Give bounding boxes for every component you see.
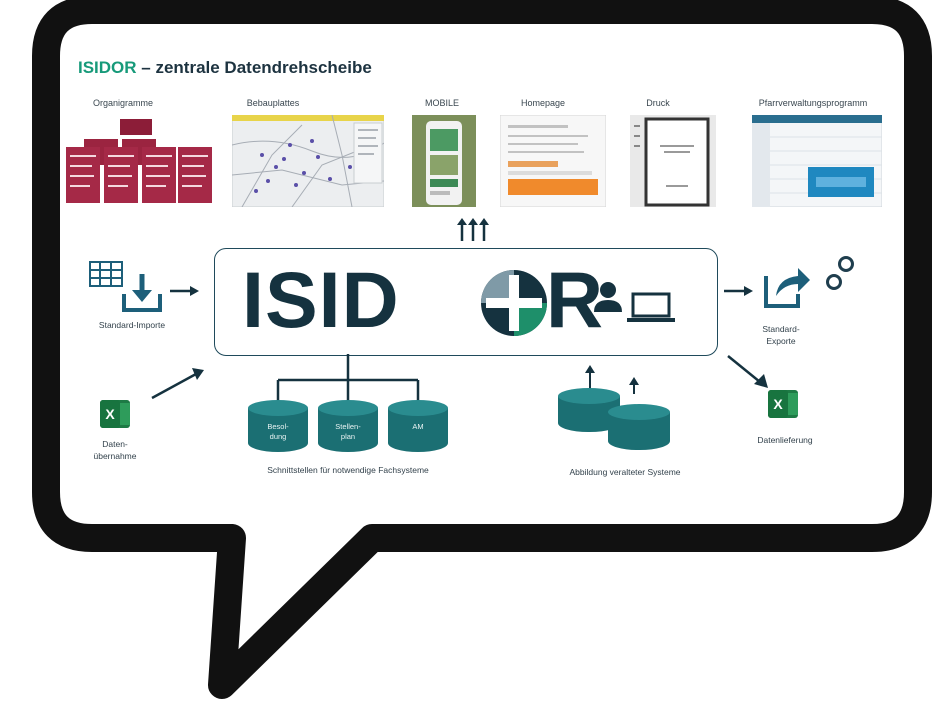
download-icon — [122, 274, 162, 312]
table-grid-icon — [89, 261, 123, 287]
data-takeover-line2: übernahme — [93, 451, 137, 461]
db-am-line1: AM — [412, 422, 424, 431]
standard-export-line1: Standard- — [762, 324, 800, 334]
data-takeover-label: Daten- übernahme — [78, 438, 152, 462]
excel-export-icon: X — [768, 390, 798, 418]
isidor-logo-part2: R — [546, 255, 604, 344]
database-besoldung: Besol-dung — [248, 400, 308, 452]
bebauplattes-map-thumbnail — [232, 115, 384, 207]
output-label-pfarrverwaltung: Pfarrverwaltungsprogramm — [758, 98, 868, 108]
output-label-bebauplattes: Bebauplattes — [246, 98, 300, 108]
db-stellenplan-line1: Stellen- — [335, 422, 361, 431]
diagram-title: ISIDOR – zentrale Datendrehscheibe — [78, 58, 372, 78]
organigramme-thumbnail — [66, 119, 212, 203]
output-label-homepage: Homepage — [520, 98, 566, 108]
output-arrows-icon — [457, 218, 489, 241]
gear-ring-large-icon — [838, 256, 854, 272]
data-takeover-line1: Daten- — [102, 439, 128, 449]
export-arrow-icon — [724, 286, 753, 296]
import-arrow-icon — [170, 286, 199, 296]
data-delivery-label: Datenlieferung — [757, 435, 813, 445]
interfaces-caption: Schnittstellen für notwendige Fachsystem… — [267, 465, 429, 475]
db-besoldung-line1: Besol- — [267, 422, 289, 431]
legacy-caption: Abbildung veralteter Systeme — [569, 467, 681, 477]
title-brand: ISIDOR — [78, 58, 137, 77]
db-stellenplan-line2: plan — [340, 432, 356, 441]
mobile-phone-thumbnail — [412, 115, 476, 207]
standard-export-line2: Exporte — [766, 336, 796, 346]
gear-ring-small-icon — [826, 274, 842, 290]
title-rest: – zentrale Datendrehscheibe — [136, 58, 372, 77]
user-icon — [594, 282, 622, 312]
delivery-arrow-icon — [727, 355, 768, 388]
isidor-logo-o-mark — [481, 270, 547, 336]
interfaces-connector-lines — [276, 354, 420, 402]
output-label-organigramme: Organigramme — [92, 98, 154, 108]
standard-export-label: Standard- Exporte — [746, 323, 816, 347]
standard-import-label: Standard-Importe — [98, 320, 166, 330]
excel-import-icon: X — [100, 400, 130, 428]
output-label-druck: Druck — [646, 98, 670, 108]
excel-letter-export: X — [768, 390, 788, 418]
database-stellenplan: Stellen-plan — [318, 400, 378, 452]
druck-document-thumbnail — [630, 115, 716, 207]
isidor-logo-part1: ISID — [242, 255, 400, 344]
excel-letter: X — [100, 400, 120, 428]
db-besoldung-line2: dung — [269, 432, 287, 441]
database-am: AM — [388, 400, 448, 452]
output-label-mobile: MOBILE — [424, 98, 459, 108]
homepage-thumbnail — [500, 115, 606, 207]
takeover-arrow-icon — [151, 368, 204, 400]
share-export-icon — [764, 268, 810, 308]
laptop-icon — [627, 292, 675, 322]
legacy-database-2 — [608, 404, 670, 450]
pfarrverwaltung-software-thumbnail — [752, 115, 882, 207]
